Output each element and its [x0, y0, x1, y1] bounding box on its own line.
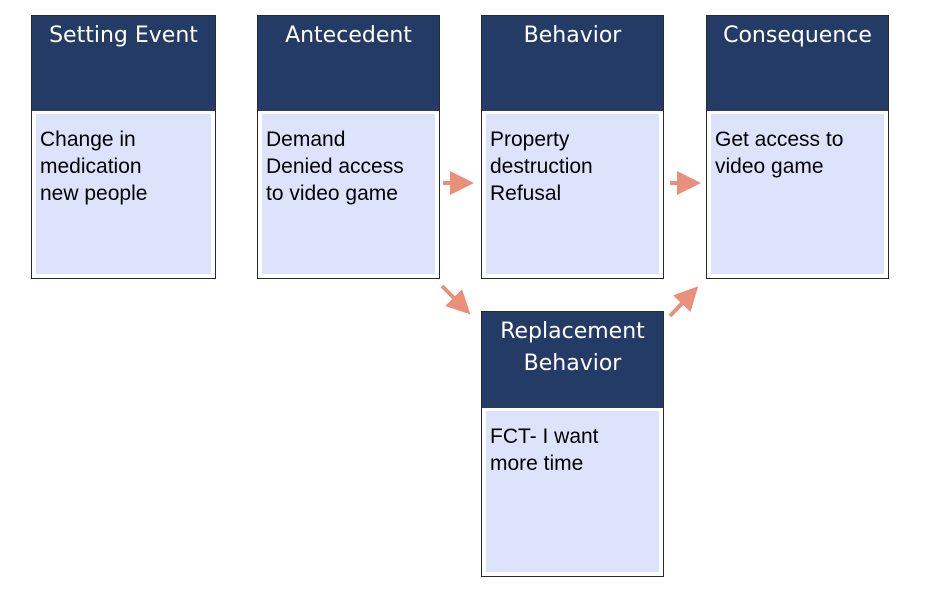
antecedent-title: Antecedent: [258, 16, 439, 111]
antecedent-line: to video game: [266, 182, 398, 205]
arrow-replacement-to-consequence: [668, 286, 699, 318]
replacement-behavior-content: FCT- I want more time: [486, 411, 659, 572]
antecedent-line: Denied access: [266, 155, 404, 178]
setting-event-title: Setting Event: [32, 16, 215, 111]
setting-event-line: Change in: [40, 128, 136, 151]
antecedent-content: Demand Denied access to video game: [262, 114, 435, 274]
consequence-title: Consequence: [707, 16, 888, 111]
setting-event-content: Change in medication new people: [36, 114, 211, 274]
consequence-box: Consequence Get access to video game: [706, 15, 889, 279]
replacement-title-line: Replacement: [500, 319, 645, 344]
behavior-title: Behavior: [482, 16, 663, 111]
behavior-content: Property destruction Refusal: [486, 114, 659, 274]
consequence-line: Get access to: [715, 128, 844, 151]
replacement-line: FCT- I want: [490, 425, 599, 448]
replacement-line: more time: [490, 452, 584, 475]
setting-event-line: medication: [40, 155, 142, 178]
replacement-behavior-box: Replacement Behavior FCT- I want more ti…: [481, 311, 664, 577]
replacement-behavior-title: Replacement Behavior: [482, 312, 663, 408]
consequence-line: video game: [715, 155, 824, 178]
behavior-box: Behavior Property destruction Refusal: [481, 15, 664, 279]
arrow-antecedent-to-replacement: [440, 284, 471, 315]
setting-event-box: Setting Event Change in medication new p…: [31, 15, 216, 279]
behavior-line: destruction: [490, 155, 593, 178]
setting-event-line: new people: [40, 182, 148, 205]
antecedent-line: Demand: [266, 128, 346, 151]
replacement-title-line: Behavior: [523, 351, 622, 376]
behavior-line: Refusal: [490, 182, 562, 205]
behavior-line: Property: [490, 128, 570, 151]
consequence-content: Get access to video game: [711, 114, 884, 274]
antecedent-box: Antecedent Demand Denied access to video…: [257, 15, 440, 279]
